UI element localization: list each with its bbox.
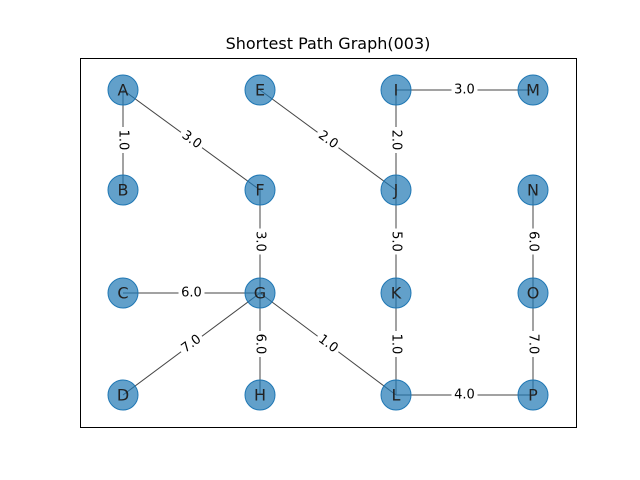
node-label: K <box>391 284 402 303</box>
node-B: B <box>107 174 139 206</box>
edge-weight-text: 1.0 <box>389 334 404 355</box>
node-circle <box>517 277 549 309</box>
node-D: D <box>107 379 139 411</box>
edge-label-background <box>451 387 478 403</box>
edge-label-N-O: 6.0 <box>525 228 541 255</box>
node-label: G <box>254 284 266 303</box>
node-L: L <box>380 379 412 411</box>
edge-label-background <box>312 125 344 155</box>
edge-label-G-L: 1.0 <box>312 329 344 359</box>
edge-label-F-G: 3.0 <box>252 228 268 255</box>
node-label: M <box>526 81 540 100</box>
edge-label-L-P: 4.0 <box>451 387 478 403</box>
node-circle <box>107 379 139 411</box>
edge-labels-layer: 1.0 3.0 2.0 3.0 2.0 3.0 5.0 6.0 6.0 7.0 6.0 1.0 1.0 7… <box>115 82 541 403</box>
node-circle <box>244 174 276 206</box>
node-circle <box>244 379 276 411</box>
node-F: F <box>244 174 276 206</box>
edge-label-A-B: 1.0 <box>115 127 131 153</box>
edge-label-C-G: 6.0 <box>178 285 205 301</box>
node-circle <box>107 74 139 106</box>
plot-frame <box>80 58 577 428</box>
node-label: E <box>255 81 265 100</box>
edge-weight-text: 6.0 <box>253 334 268 355</box>
node-C: C <box>107 277 139 309</box>
node-O: O <box>517 277 549 309</box>
edge-label-background <box>388 228 404 255</box>
node-circle <box>380 174 412 206</box>
node-circle <box>517 74 549 106</box>
node-label: B <box>118 181 129 200</box>
edge-label-J-K: 5.0 <box>388 228 404 255</box>
edge-label-background <box>451 82 478 98</box>
edge-label-background <box>388 127 404 153</box>
edge-label-background <box>525 331 541 357</box>
edge-weight-text: 3.0 <box>253 231 268 252</box>
edge-label-K-L: 1.0 <box>388 331 404 357</box>
node-P: P <box>517 379 549 411</box>
edge-label-background <box>388 331 404 357</box>
edge-label-E-J: 2.0 <box>312 125 344 155</box>
edge-label-background <box>525 228 541 255</box>
edge-weight-text: 4.0 <box>454 388 475 403</box>
chart-title: Shortest Path Graph(003) <box>226 34 431 53</box>
node-circle <box>244 277 276 309</box>
node-N: N <box>517 174 549 206</box>
edge-label-G-D: 7.0 <box>176 329 207 359</box>
node-label: C <box>117 284 128 303</box>
node-label: P <box>528 386 538 405</box>
edge-label-background <box>115 127 131 153</box>
edge-label-background <box>176 329 207 359</box>
node-H: H <box>244 379 276 411</box>
edge-label-A-F: 3.0 <box>176 125 207 155</box>
node-label: J <box>393 181 399 200</box>
edge-weight-text: 7.0 <box>526 334 541 355</box>
edge-label-background <box>252 228 268 255</box>
edge-weight-text: 3.0 <box>454 83 475 98</box>
nodes-layer: A B C D E F G H I J K L M N O P <box>107 74 549 411</box>
node-circle <box>380 277 412 309</box>
node-I: I <box>380 74 412 106</box>
edge-weight-text: 6.0 <box>181 286 202 301</box>
node-label: D <box>117 386 129 405</box>
edge-label-O-P: 7.0 <box>525 331 541 357</box>
node-label: I <box>394 81 399 100</box>
node-J: J <box>380 174 412 206</box>
edge-label-background <box>176 125 207 155</box>
node-label: N <box>527 181 539 200</box>
edge-label-background <box>312 329 344 359</box>
node-circle <box>107 174 139 206</box>
node-A: A <box>107 74 139 106</box>
node-label: H <box>254 386 266 405</box>
node-label: L <box>392 386 401 405</box>
node-circle <box>380 74 412 106</box>
node-K: K <box>380 277 412 309</box>
edge-label-I-M: 3.0 <box>451 82 478 98</box>
node-circle <box>380 379 412 411</box>
node-label: O <box>527 284 540 303</box>
edge-label-background <box>252 331 268 357</box>
node-circle <box>517 174 549 206</box>
node-label: A <box>118 81 129 100</box>
node-E: E <box>244 74 276 106</box>
node-G: G <box>244 277 276 309</box>
edge-weight-text: 1.0 <box>116 130 131 151</box>
node-circle <box>244 74 276 106</box>
edge-label-I-J: 2.0 <box>388 127 404 153</box>
edge-label-background <box>178 285 205 301</box>
node-circle <box>517 379 549 411</box>
node-circle <box>107 277 139 309</box>
node-label: F <box>255 181 264 200</box>
edge-label-G-H: 6.0 <box>252 331 268 357</box>
edge-weight-text: 5.0 <box>389 231 404 252</box>
edge-weight-text: 2.0 <box>389 130 404 151</box>
edge-weight-text: 6.0 <box>526 231 541 252</box>
node-M: M <box>517 74 549 106</box>
